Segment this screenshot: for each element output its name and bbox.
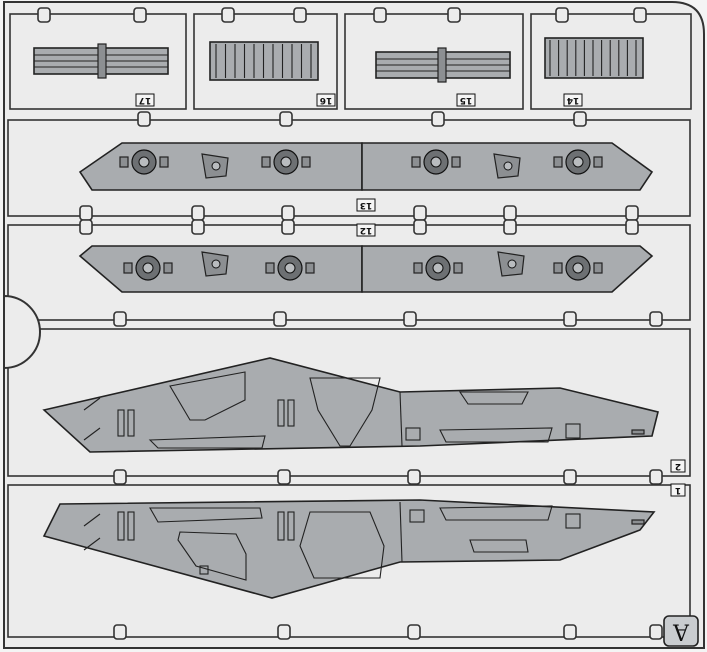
road-wheel [411, 149, 461, 175]
svg-text:12: 12 [360, 225, 373, 235]
sprue-gate [113, 469, 127, 485]
sprue-gate [113, 624, 127, 640]
sprue-gate [191, 219, 205, 235]
road-wheel [265, 255, 315, 281]
svg-text:14: 14 [567, 95, 580, 105]
sprue-gate [281, 219, 295, 235]
sprue-gate [431, 111, 445, 127]
road-wheel [553, 149, 603, 175]
sprue-gate [503, 219, 517, 235]
sprue-gate [625, 219, 639, 235]
road-wheel [413, 255, 463, 281]
sprue-gate [649, 469, 663, 485]
part-number-16: 16 [316, 93, 336, 107]
part-number-12: 12 [356, 223, 376, 237]
sprue-gate [625, 205, 639, 221]
sprue-gate [221, 7, 235, 23]
part-number-13: 13 [356, 198, 376, 212]
sprue-gate [503, 205, 517, 221]
sprue-gate [273, 311, 287, 327]
sprue-gate [563, 311, 577, 327]
sprue-gate [279, 111, 293, 127]
sprue-gate [447, 7, 461, 23]
sprue-gate [191, 205, 205, 221]
part-16 [209, 41, 319, 81]
sprue-gate [37, 7, 51, 23]
part-number-2: 2 [670, 459, 686, 473]
part-number-15: 15 [456, 93, 476, 107]
sprue-gate [403, 311, 417, 327]
part-15 [375, 47, 511, 83]
suspension-arm [493, 153, 521, 179]
sprue-gate [407, 469, 421, 485]
sprue-gate [277, 469, 291, 485]
road-wheel [123, 255, 173, 281]
part-14 [544, 37, 644, 79]
suspension-arm [497, 251, 525, 277]
suspension-arm [201, 153, 229, 179]
sprue-gate [413, 219, 427, 235]
part-number-14: 14 [563, 93, 583, 107]
svg-text:2: 2 [675, 461, 681, 471]
sprue-gate [573, 111, 587, 127]
part-2 [42, 357, 659, 453]
sprue-gate [649, 624, 663, 640]
road-wheel [553, 255, 603, 281]
sprue-gate [555, 7, 569, 23]
part-17 [33, 43, 169, 79]
sprue-gate [293, 7, 307, 23]
sprue-gate [633, 7, 647, 23]
sprue-gate [137, 111, 151, 127]
svg-text:1: 1 [675, 485, 681, 495]
sprue-gate [79, 205, 93, 221]
sprue-gate [133, 7, 147, 23]
svg-text:17: 17 [139, 95, 152, 105]
sprue-gate [373, 7, 387, 23]
sprue-gate [407, 624, 421, 640]
sprue-letter-plate: A [663, 615, 699, 647]
part-number-17: 17 [135, 93, 155, 107]
sprue-gate [413, 205, 427, 221]
sprue-letter: A [672, 619, 690, 644]
sprue-gate [281, 205, 295, 221]
part-1 [42, 499, 656, 599]
sprue-gate [649, 311, 663, 327]
svg-text:15: 15 [460, 95, 473, 105]
sprue-tab-circle [3, 294, 41, 370]
road-wheel [119, 149, 169, 175]
sprue-gate [563, 469, 577, 485]
sprue-gate [277, 624, 291, 640]
sprue-gate [563, 624, 577, 640]
part-number-1: 1 [670, 483, 686, 497]
sprue-gate [113, 311, 127, 327]
road-wheel [261, 149, 311, 175]
svg-text:13: 13 [360, 200, 373, 210]
svg-text:16: 16 [320, 95, 333, 105]
suspension-arm [201, 251, 229, 277]
sprue-gate [79, 219, 93, 235]
